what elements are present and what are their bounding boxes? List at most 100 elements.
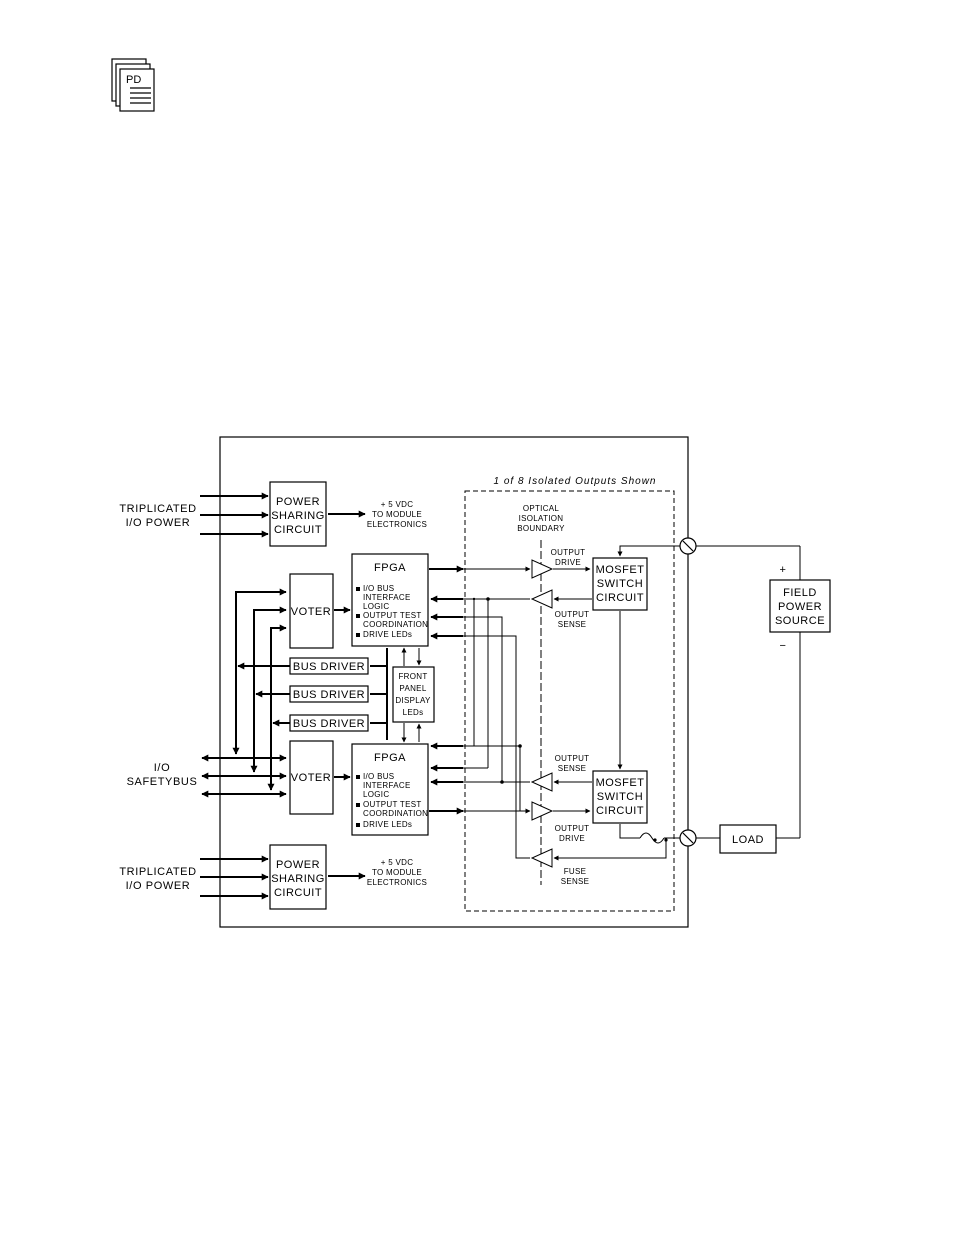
svg-text:VOTER: VOTER xyxy=(291,772,331,784)
svg-text:DRIVE LEDs: DRIVE LEDs xyxy=(363,630,412,639)
svg-text:ISOLATION: ISOLATION xyxy=(519,514,564,523)
svg-text:FIELD: FIELD xyxy=(783,587,817,599)
svg-text:COORDINATION: COORDINATION xyxy=(363,809,428,818)
svg-text:FPGA: FPGA xyxy=(374,562,406,574)
svg-text:POWER: POWER xyxy=(276,859,320,871)
svg-text:DRIVE LEDs: DRIVE LEDs xyxy=(363,820,412,829)
svg-text:DRIVE: DRIVE xyxy=(559,834,585,843)
module-outline xyxy=(219,436,689,928)
triplicated-io-power-top-label: TRIPLICATED I/O POWER xyxy=(119,503,196,529)
svg-text:CIRCUIT: CIRCUIT xyxy=(596,805,644,817)
svg-text:FPGA: FPGA xyxy=(374,752,406,764)
svg-text:SHARING: SHARING xyxy=(271,510,325,522)
svg-text:INTERFACE: INTERFACE xyxy=(363,781,411,790)
svg-text:POWER: POWER xyxy=(276,496,320,508)
vdc-bottom-annotation: + 5 VDC TO MODULE ELECTRONICS xyxy=(367,858,427,887)
svg-text:SENSE: SENSE xyxy=(558,620,587,629)
svg-text:I/O BUS: I/O BUS xyxy=(363,772,394,781)
svg-text:SENSE: SENSE xyxy=(561,877,590,886)
svg-text:COORDINATION: COORDINATION xyxy=(363,620,428,629)
power-sharing-circuit-top: POWER SHARING CIRCUIT xyxy=(269,481,327,547)
output-sense-bottom-buffer xyxy=(530,772,553,792)
voter-top: VOTER xyxy=(289,573,334,649)
fpga-top: FPGA I/O BUS INTERFACE LOGIC OUTPUT TEST… xyxy=(351,553,429,647)
pdf-document-icon[interactable]: PD xyxy=(111,58,155,112)
bus-driver-1: BUS DRIVER xyxy=(289,657,369,675)
svg-text:LOGIC: LOGIC xyxy=(363,602,389,611)
plus-sign: + xyxy=(779,564,786,576)
svg-text:FRONT: FRONT xyxy=(398,672,427,681)
svg-text:LEDs: LEDs xyxy=(403,708,424,717)
bus-driver-3: BUS DRIVER xyxy=(289,714,369,732)
svg-text:+ 5 VDC: + 5 VDC xyxy=(381,858,414,867)
minus-sign: − xyxy=(779,640,786,652)
bus-driver-2: BUS DRIVER xyxy=(289,685,369,703)
io-safetybus-label: I/O SAFETYBUS xyxy=(127,762,198,788)
svg-text:SWITCH: SWITCH xyxy=(597,791,643,803)
fuse-sense-buffer xyxy=(530,848,553,868)
terminal-top xyxy=(679,537,697,555)
svg-text:I/O BUS: I/O BUS xyxy=(363,584,394,593)
svg-text:+ 5 VDC: + 5 VDC xyxy=(381,500,414,509)
fpga-bottom: FPGA I/O BUS INTERFACE LOGIC OUTPUT TEST… xyxy=(351,743,429,836)
vdc-top-annotation: + 5 VDC TO MODULE ELECTRONICS xyxy=(367,500,427,529)
voter-bottom: VOTER xyxy=(289,740,334,815)
svg-text:SAFETYBUS: SAFETYBUS xyxy=(127,776,198,788)
svg-text:LOGIC: LOGIC xyxy=(363,790,389,799)
fuse-sense-label: FUSE SENSE xyxy=(561,867,590,886)
svg-text:CIRCUIT: CIRCUIT xyxy=(596,592,644,604)
svg-text:BUS DRIVER: BUS DRIVER xyxy=(293,718,365,730)
output-drive-top-label: OUTPUT DRIVE xyxy=(551,548,586,567)
terminal-bottom xyxy=(679,829,697,847)
svg-text:TRIPLICATED: TRIPLICATED xyxy=(119,866,196,878)
svg-text:SOURCE: SOURCE xyxy=(775,615,825,627)
svg-text:BUS DRIVER: BUS DRIVER xyxy=(293,661,365,673)
svg-text:BUS DRIVER: BUS DRIVER xyxy=(293,689,365,701)
svg-text:TO MODULE: TO MODULE xyxy=(372,510,422,519)
svg-text:VOTER: VOTER xyxy=(291,606,331,618)
svg-text:I/O: I/O xyxy=(154,762,170,774)
svg-text:I/O POWER: I/O POWER xyxy=(126,880,191,892)
svg-text:INTERFACE: INTERFACE xyxy=(363,593,411,602)
svg-text:OUTPUT: OUTPUT xyxy=(551,548,586,557)
svg-text:I/O POWER: I/O POWER xyxy=(126,517,191,529)
mosfet-switch-circuit-bottom: MOSFET SWITCH CIRCUIT xyxy=(592,770,648,824)
svg-text:OUTPUT: OUTPUT xyxy=(555,824,590,833)
svg-text:OUTPUT TEST: OUTPUT TEST xyxy=(363,611,422,620)
svg-text:SWITCH: SWITCH xyxy=(597,578,643,590)
optical-isolation-label: OPTICAL ISOLATION BOUNDARY xyxy=(517,504,565,533)
svg-text:ELECTRONICS: ELECTRONICS xyxy=(367,878,427,887)
block-diagram: TRIPLICATED I/O POWER I/O SAFETYBUS TRIP… xyxy=(119,436,831,928)
output-sense-top-buffer xyxy=(530,589,553,609)
svg-text:CIRCUIT: CIRCUIT xyxy=(274,524,322,536)
field-power-source: FIELD POWER SOURCE xyxy=(769,579,831,633)
svg-text:PANEL: PANEL xyxy=(399,684,426,693)
svg-text:BOUNDARY: BOUNDARY xyxy=(517,524,565,533)
svg-text:OUTPUT: OUTPUT xyxy=(555,754,590,763)
mosfet-switch-circuit-top: MOSFET SWITCH CIRCUIT xyxy=(592,557,648,611)
svg-text:CIRCUIT: CIRCUIT xyxy=(274,887,322,899)
svg-text:OUTPUT TEST: OUTPUT TEST xyxy=(363,800,422,809)
svg-text:MOSFET: MOSFET xyxy=(596,777,645,789)
svg-text:TRIPLICATED: TRIPLICATED xyxy=(119,503,196,515)
svg-text:DRIVE: DRIVE xyxy=(555,558,581,567)
output-sense-bottom-label: OUTPUT SENSE xyxy=(555,754,590,773)
load-block: LOAD xyxy=(719,824,777,854)
svg-text:POWER: POWER xyxy=(778,601,822,613)
svg-text:OUTPUT: OUTPUT xyxy=(555,610,590,619)
svg-text:ELECTRONICS: ELECTRONICS xyxy=(367,520,427,529)
power-sharing-circuit-bottom: POWER SHARING CIRCUIT xyxy=(269,844,327,910)
svg-text:LOAD: LOAD xyxy=(732,834,764,846)
output-drive-bottom-label: OUTPUT DRIVE xyxy=(555,824,590,843)
front-panel-display-leds: FRONT PANEL DISPLAY LEDs xyxy=(392,666,435,723)
svg-text:TO MODULE: TO MODULE xyxy=(372,868,422,877)
output-drive-bottom-buffer xyxy=(531,801,554,821)
output-sense-top-label: OUTPUT SENSE xyxy=(555,610,590,629)
triplicated-io-power-bottom-label: TRIPLICATED I/O POWER xyxy=(119,866,196,892)
svg-text:MOSFET: MOSFET xyxy=(596,564,645,576)
pdf-icon-letters: PD xyxy=(126,74,141,86)
svg-text:FUSE: FUSE xyxy=(564,867,587,876)
svg-text:SENSE: SENSE xyxy=(558,764,587,773)
isolated-outputs-region xyxy=(464,490,675,912)
